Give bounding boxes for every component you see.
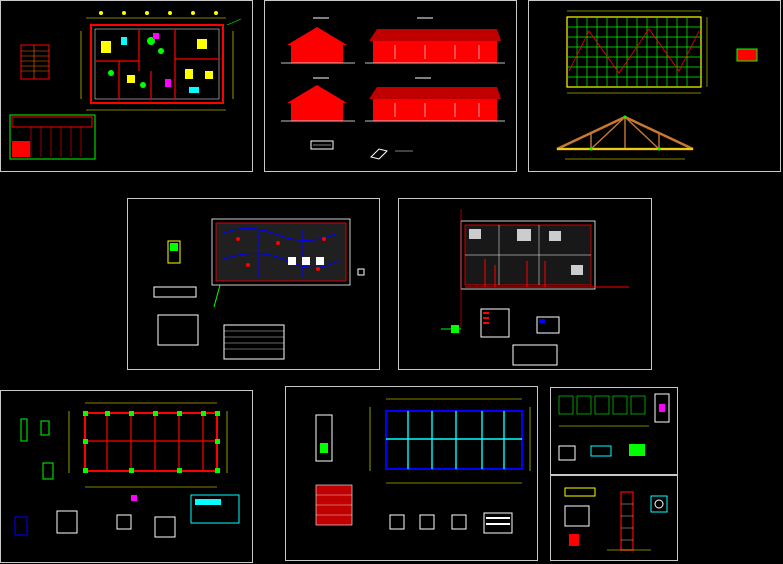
details-top-drawing [558,393,670,461]
sanitary-drawing [441,209,629,366]
structure-drawing [315,398,531,534]
sheet-foundation[interactable] [0,390,253,563]
sheet-roof-framing[interactable] [528,0,781,172]
elevations-drawing [281,17,505,160]
sheet-electrical[interactable] [127,198,380,370]
sheet-details-bottom[interactable] [550,475,678,561]
floor-plan-drawing [9,11,242,160]
sheet-floor-plan[interactable] [0,0,253,172]
sheet-sanitary[interactable] [398,198,652,370]
electrical-drawing [153,218,365,360]
foundation-drawing [14,402,240,538]
details-bottom-drawing [564,487,668,551]
roof-framing-drawing [556,10,758,160]
sheet-elevations[interactable] [264,0,517,172]
sheet-structure[interactable] [285,386,538,561]
sheet-details-top[interactable] [550,387,678,475]
